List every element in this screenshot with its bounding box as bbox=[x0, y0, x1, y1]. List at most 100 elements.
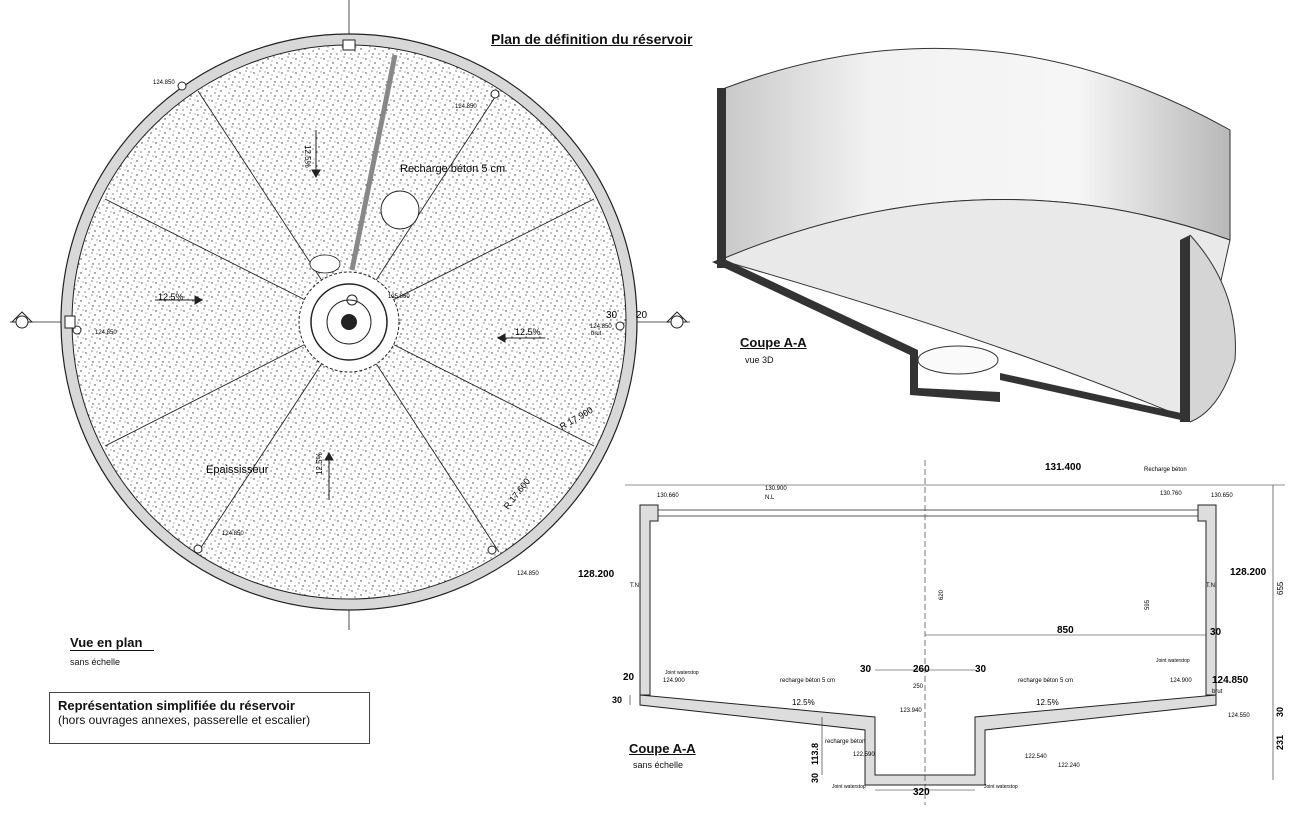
view3d-floor bbox=[718, 199, 1231, 421]
plan-sump-ring bbox=[310, 283, 388, 361]
section-caption: Coupe A-A bbox=[629, 741, 696, 756]
plan-sump-inner bbox=[326, 299, 372, 345]
view3d-sump bbox=[917, 345, 999, 375]
view3d-subtitle: vue 3D bbox=[745, 355, 774, 365]
section-drawing: 131.400 Recharge béton 130.660 130.900 N… bbox=[578, 460, 1285, 805]
section-joint-l: Joint waterstop bbox=[665, 670, 699, 676]
section-height-655: 655 bbox=[1276, 581, 1285, 595]
section-height-595: 595 bbox=[1145, 599, 1151, 610]
section-width-260: 260 bbox=[913, 664, 930, 675]
section-slope-r: 12.5% bbox=[1036, 698, 1059, 707]
section-recharge-beton: Recharge béton bbox=[1144, 467, 1187, 473]
view3d-caption: Coupe A-A bbox=[740, 335, 807, 350]
section-level-123-940: 123.940 bbox=[900, 708, 922, 714]
plan-flow-arrow-head bbox=[194, 295, 204, 305]
page-title: Plan de définition du réservoir bbox=[491, 31, 693, 47]
section-nl: N.L bbox=[765, 495, 775, 501]
section-level-124-900-l: 124.900 bbox=[663, 678, 685, 684]
section-level-122-240: 122.240 bbox=[1058, 763, 1080, 769]
plan-center-pivot bbox=[341, 314, 357, 330]
section-recharge-5-l: recharge béton 5 cm bbox=[780, 678, 835, 684]
plan-dim-20: 20 bbox=[636, 310, 648, 321]
plan-slope-top: 12.5% bbox=[303, 145, 312, 168]
note-subtitle: (hors ouvrages annexes, passerelle et es… bbox=[58, 713, 311, 727]
note-box: Représentation simplifiée du réservoir (… bbox=[49, 692, 370, 744]
section-slope-l: 12.5% bbox=[792, 698, 815, 707]
note-title: Représentation simplifiée du réservoir bbox=[58, 698, 295, 713]
section-right-wall bbox=[1197, 504, 1217, 696]
view3d-drawing bbox=[712, 47, 1236, 423]
section-level-124-550: 124.550 bbox=[1228, 713, 1250, 719]
plan-feed-well bbox=[380, 190, 420, 230]
section-arrow-left-circle bbox=[15, 315, 29, 329]
plan-slope-right: 12.5% bbox=[515, 327, 541, 337]
section-marker-top bbox=[342, 39, 356, 51]
plan-cloud-mark bbox=[309, 254, 341, 274]
plan-thickener-label: Epaississeur bbox=[206, 464, 269, 476]
section-level-130-650: 130.650 bbox=[1211, 493, 1233, 499]
view3d-left-wall bbox=[717, 88, 726, 268]
section-width-320: 320 bbox=[913, 787, 930, 798]
section-width-30-l: 30 bbox=[612, 695, 622, 705]
section-recharge-5-r: recharge béton 5 cm bbox=[1018, 678, 1073, 684]
section-level-122-590: 122.590 bbox=[853, 752, 875, 758]
section-floor-slab bbox=[639, 694, 1217, 786]
section-width-250: 250 bbox=[913, 684, 924, 690]
section-arrow-right-circle bbox=[670, 315, 684, 329]
plan-level-e: 124.850 bbox=[590, 324, 612, 330]
plan-view-drawing: Recharge béton 5 cm Epaississeur 12.5% 1… bbox=[10, 0, 690, 630]
plan-level-marker bbox=[615, 321, 625, 331]
plan-level-ne: 124.850 bbox=[455, 104, 477, 110]
plan-scale: sans échelle bbox=[70, 657, 121, 667]
plan-level-se: 124.850 bbox=[517, 571, 539, 577]
section-joint-br: Joint waterstop bbox=[984, 784, 1018, 790]
section-height-30-r: 30 bbox=[1275, 707, 1285, 717]
section-recharge-beton-2: recharge béton bbox=[825, 739, 865, 745]
section-tn-r: T.N. bbox=[1206, 583, 1217, 589]
section-joint-r: Joint waterstop bbox=[1156, 658, 1190, 664]
section-height-620: 620 bbox=[939, 589, 945, 600]
section-joint-bl: Joint waterstop bbox=[832, 784, 866, 790]
view3d-right-wall bbox=[1180, 235, 1190, 422]
section-width-30-a: 30 bbox=[860, 664, 872, 675]
plan-level-center: 125.860 bbox=[388, 294, 410, 300]
plan-dim-30: 30 bbox=[606, 310, 618, 321]
plan-level-sw: 124.850 bbox=[222, 531, 244, 537]
section-tn-l: T.N. bbox=[630, 583, 641, 589]
section-height-231: 231 bbox=[1275, 735, 1285, 750]
section-width-850: 850 bbox=[1057, 625, 1074, 636]
plan-slope-left: 12.5% bbox=[158, 292, 184, 302]
plan-level-marker bbox=[177, 81, 187, 91]
section-level-130-760: 130.760 bbox=[1160, 491, 1182, 497]
view3d-outer-curve bbox=[1189, 234, 1236, 423]
section-level-128-200-l: 128.200 bbox=[578, 569, 615, 580]
plan-level-marker bbox=[193, 544, 203, 554]
plan-drain bbox=[346, 294, 358, 306]
plan-flow-arrow-head bbox=[496, 333, 506, 343]
plan-level-nw: 124.850 bbox=[153, 80, 175, 86]
section-scale: sans échelle bbox=[633, 760, 684, 770]
section-width-30-r: 30 bbox=[1210, 627, 1222, 638]
section-level-130-900: 130.900 bbox=[765, 486, 787, 492]
section-height-113-8: 113.8 bbox=[810, 743, 820, 765]
plan-recharge-label: Recharge béton 5 cm bbox=[400, 163, 505, 175]
plan-brut-label: brut bbox=[591, 331, 602, 337]
plan-level-marker bbox=[490, 89, 500, 99]
plan-caption: Vue en plan bbox=[70, 635, 155, 651]
section-level-124-900-r: 124.900 bbox=[1170, 678, 1192, 684]
plan-level-marker bbox=[487, 545, 497, 555]
view3d-bottom-slab bbox=[712, 258, 1190, 422]
section-level-130-660: 130.660 bbox=[657, 493, 679, 499]
plan-flow-arrow-head bbox=[324, 451, 334, 461]
section-width-20: 20 bbox=[623, 672, 635, 683]
section-width-30-b: 30 bbox=[975, 664, 987, 675]
section-marker-left bbox=[64, 315, 76, 329]
section-level-124-850: 124.850 bbox=[1212, 675, 1249, 686]
plan-level-w: 124.850 bbox=[95, 330, 117, 336]
section-left-wall bbox=[639, 504, 659, 696]
plan-bridge-bar bbox=[349, 54, 398, 271]
plan-slope-bottom: 12.5% bbox=[315, 452, 324, 475]
plan-flow-arrow-head bbox=[311, 169, 321, 179]
section-brut-label: brut bbox=[1212, 689, 1223, 695]
section-level-128-200-r: 128.200 bbox=[1230, 567, 1267, 578]
